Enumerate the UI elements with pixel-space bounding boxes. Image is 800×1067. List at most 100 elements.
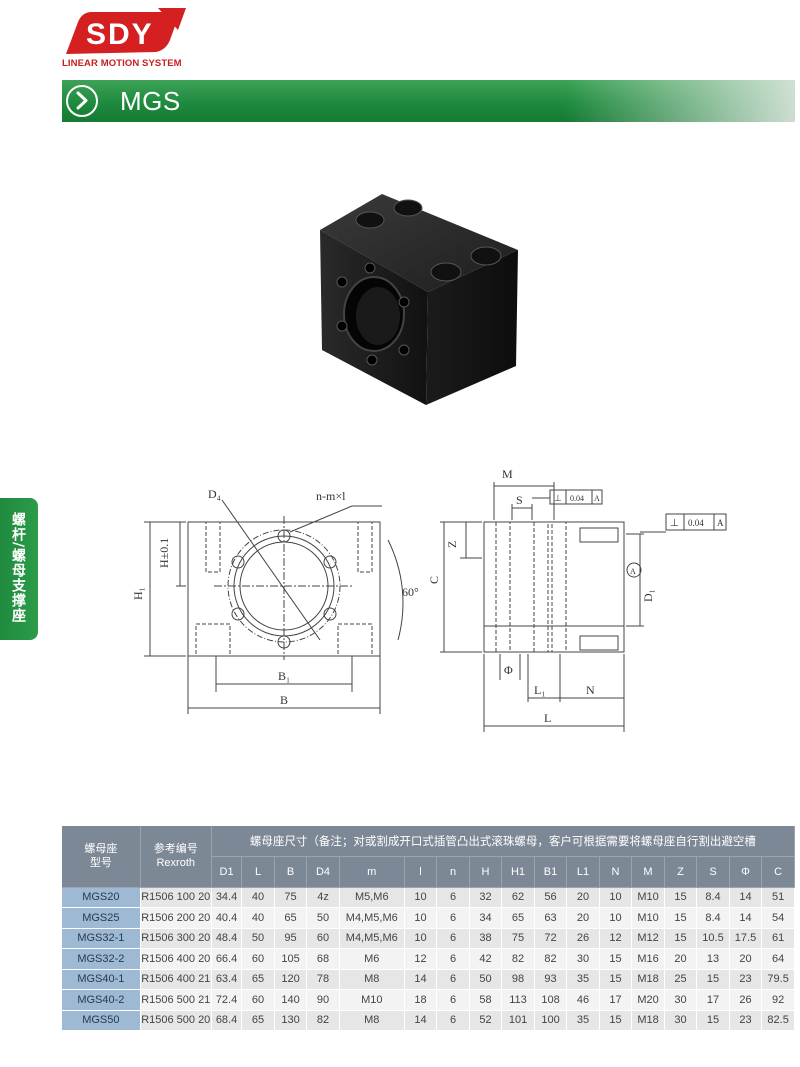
cell-value: 58 [469, 989, 503, 1011]
cell-value: 101 [501, 1010, 535, 1031]
cell-value: 98 [501, 969, 535, 990]
cell-value: 79.5 [761, 969, 795, 990]
label-z: Z [445, 541, 459, 548]
cell-value: 6 [436, 969, 470, 990]
cell-reference: R1506 400 21 [140, 969, 212, 990]
cell-value: M10 [631, 907, 665, 929]
cell-value: 95 [274, 928, 308, 949]
label-d4: D₄ [208, 487, 221, 501]
cell-value: 6 [436, 948, 470, 970]
cell-value: 15 [696, 1010, 730, 1031]
cell-value: 4z [306, 887, 340, 908]
cell-value: M16 [631, 948, 665, 970]
th-col: H [469, 856, 503, 888]
label-tol-1: 0.04 [570, 494, 584, 503]
th-col: Z [664, 856, 698, 888]
cell-value: 100 [534, 1010, 568, 1031]
chevron-right-icon [66, 85, 98, 117]
cell-reference: R1506 200 20 [140, 907, 212, 929]
cell-value: 72.4 [211, 989, 243, 1011]
th-col: Φ [729, 856, 763, 888]
cell-value: 60 [306, 928, 340, 949]
cell-reference: R1506 400 20 [140, 948, 212, 970]
cell-value: 10 [404, 887, 438, 908]
th-col: m [339, 856, 405, 888]
label-b: B [280, 693, 288, 707]
cell-value: 82 [534, 948, 568, 970]
cell-value: 17 [696, 989, 730, 1011]
side-tab-label: 螺杆/螺母支撑座 [10, 512, 26, 624]
header-fade [565, 80, 795, 122]
label-s: S [516, 493, 523, 507]
label-tol-2: 0.04 [688, 518, 704, 528]
cell-value: 61 [761, 928, 795, 949]
logo-tagline: LINEAR MOTION SYSTEM [62, 58, 182, 69]
cell-value: 92 [761, 989, 795, 1011]
th-col: D4 [306, 856, 340, 888]
th-col: n [436, 856, 470, 888]
cell-model: MGS32-1 [62, 928, 141, 949]
cell-value: 68 [306, 948, 340, 970]
cell-value: 10 [404, 928, 438, 949]
cell-value: 48.4 [211, 928, 243, 949]
cell-value: 20 [566, 907, 600, 929]
label-b1: B₁ [278, 669, 290, 683]
cell-value: 40 [241, 907, 275, 929]
cell-value: 6 [436, 887, 470, 908]
cell-value: 56 [534, 887, 568, 908]
cell-value: 13 [696, 948, 730, 970]
cell-value: M6 [339, 948, 405, 970]
cell-value: 50 [241, 928, 275, 949]
cell-value: 10 [404, 907, 438, 929]
cell-value: 52 [469, 1010, 503, 1031]
cell-value: 34 [469, 907, 503, 929]
cell-value: 113 [501, 989, 535, 1011]
cell-value: M8 [339, 969, 405, 990]
cell-value: 60 [241, 948, 275, 970]
label-d1: D₁ [641, 589, 655, 602]
th-col: H1 [501, 856, 535, 888]
cell-value: 65 [274, 907, 308, 929]
th-col: L1 [566, 856, 600, 888]
cell-value: 23 [729, 1010, 763, 1031]
cell-value: M18 [631, 969, 665, 990]
cell-value: 40 [241, 887, 275, 908]
cell-model: MGS50 [62, 1010, 141, 1031]
cell-value: 20 [566, 887, 600, 908]
cell-value: 51 [761, 887, 795, 908]
cell-value: 75 [501, 928, 535, 949]
cell-value: 15 [664, 887, 698, 908]
side-category-tab[interactable]: 螺杆/螺母支撑座 [0, 498, 38, 640]
label-perp-2: ⊥ [670, 518, 679, 529]
cell-value: 63.4 [211, 969, 243, 990]
cell-value: 25 [664, 969, 698, 990]
cell-value: 20 [664, 948, 698, 970]
cell-reference: R1506 500 21 [140, 989, 212, 1011]
th-model-text: 螺母座 型号 [84, 843, 118, 870]
cell-value: 120 [274, 969, 308, 990]
cell-value: 46 [566, 989, 600, 1011]
label-angle: 60° [402, 585, 419, 599]
cell-value: M20 [631, 989, 665, 1011]
section-header: MGS [62, 80, 795, 122]
cell-value: 65 [241, 1010, 275, 1031]
cell-reference: R1506 500 20 [140, 1010, 212, 1031]
th-col: S [696, 856, 730, 888]
th-col: L [241, 856, 275, 888]
cell-value: 6 [436, 928, 470, 949]
cell-value: 6 [436, 989, 470, 1011]
cell-value: M4,M5,M6 [339, 928, 405, 949]
cell-value: 108 [534, 989, 568, 1011]
label-datum-2: A [717, 518, 724, 528]
th-dims-title: 螺母座尺寸（备注；对或割成开口式插管凸出式滚珠螺母，客户可根据需要将螺母座自行割… [211, 826, 796, 857]
label-h1: H₁ [131, 587, 145, 600]
cell-value: 130 [274, 1010, 308, 1031]
cell-model: MGS40-2 [62, 989, 141, 1011]
label-l1: L₁ [534, 683, 546, 697]
cell-value: 26 [566, 928, 600, 949]
cell-model: MGS32-2 [62, 948, 141, 970]
cell-value: 140 [274, 989, 308, 1011]
